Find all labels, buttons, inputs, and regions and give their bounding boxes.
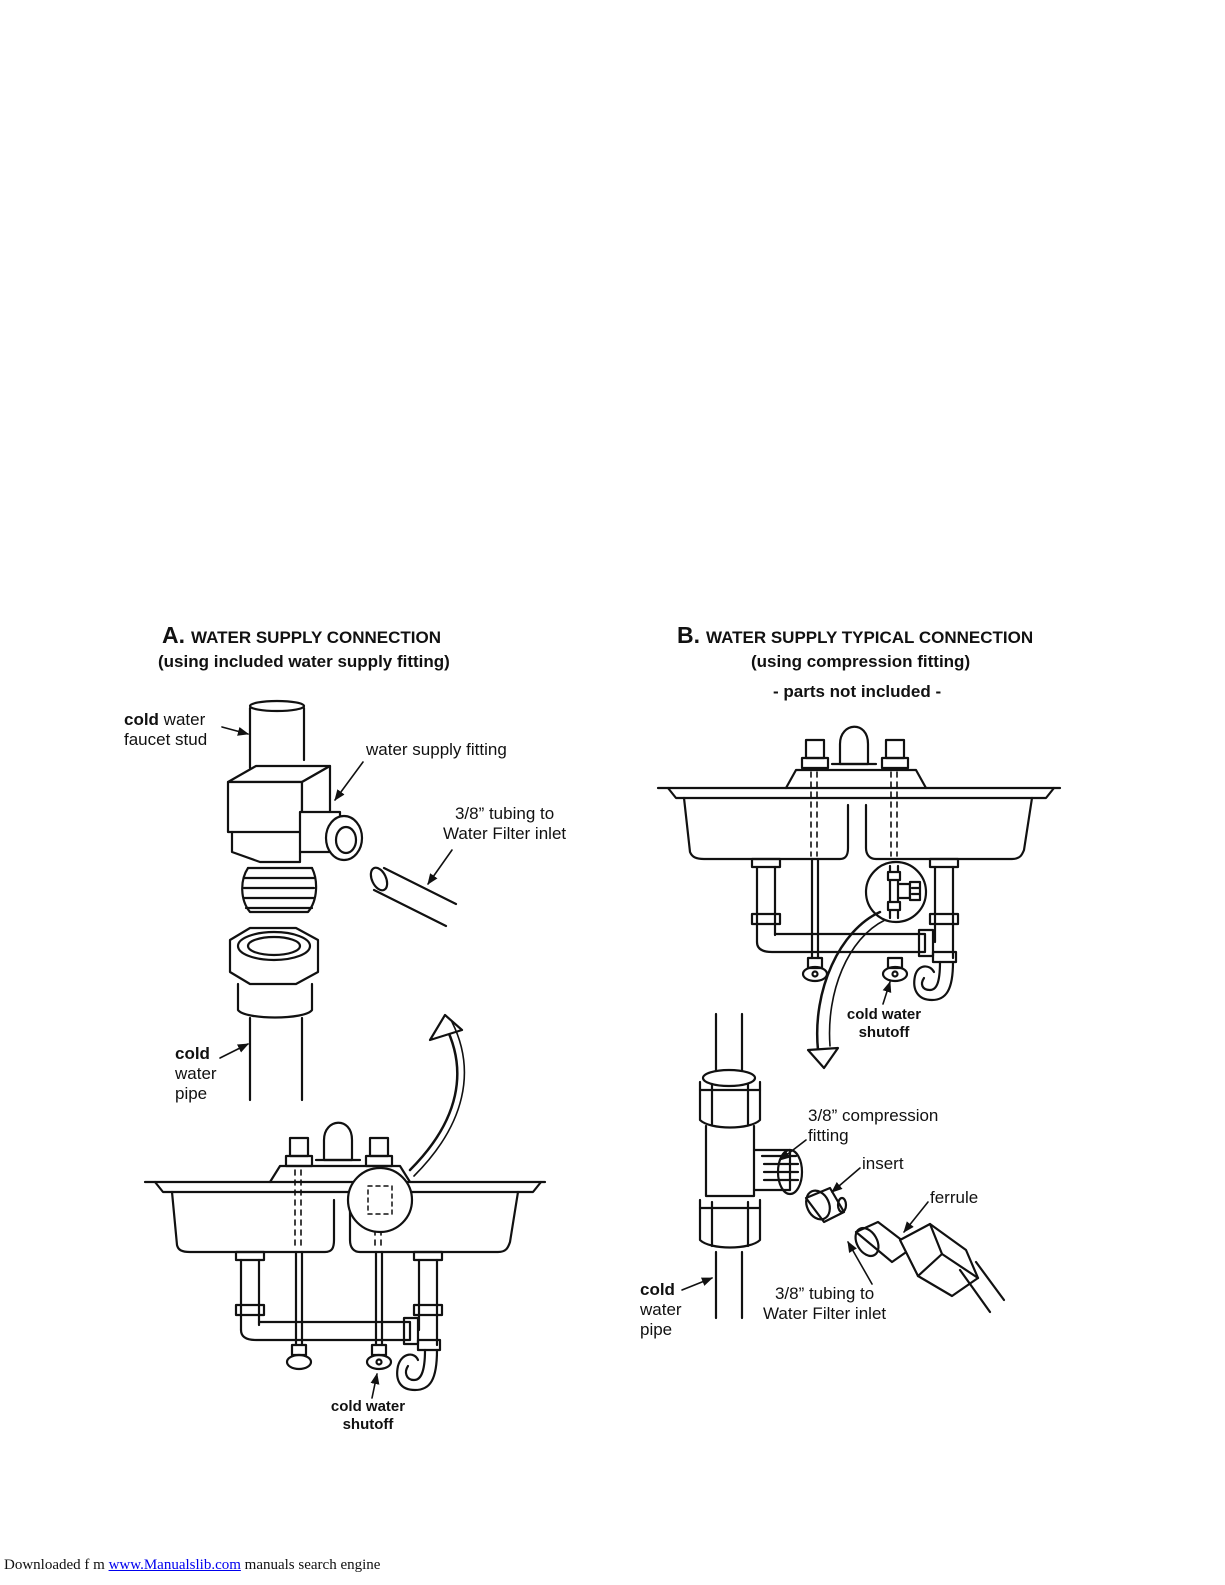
- cold-water-pipe-a: [248, 1016, 304, 1102]
- label-pipe-b-bold: cold: [640, 1280, 675, 1299]
- panel-b-title: B. WATER SUPPLY TYPICAL CONNECTION: [677, 622, 1033, 649]
- label-tubing-b-line2: Water Filter inlet: [763, 1304, 887, 1323]
- label-shutoff-a-line1: cold water: [330, 1398, 406, 1415]
- faucet-stud: [248, 699, 306, 770]
- label-pipe-a-line3: pipe: [175, 1084, 208, 1103]
- panel-a-title: A. WATER SUPPLY CONNECTION: [162, 622, 441, 649]
- label-compression-line1: 3/8” compression: [808, 1106, 939, 1125]
- label-faucet-stud-bold: cold: [124, 710, 159, 729]
- panel-b-note: - parts not included -: [773, 682, 942, 701]
- label-tubing-a-line1: 3/8” tubing to: [454, 804, 555, 823]
- label-insert: insert: [862, 1154, 904, 1173]
- leader-arrows-a: [219, 726, 453, 1399]
- label-shutoff-b-line1: cold water: [846, 1006, 922, 1023]
- label-tubing-b: 3/8” tubing to Water Filter inlet: [763, 1284, 886, 1324]
- sink-b: [656, 725, 1062, 1002]
- tubing-a: [369, 866, 458, 928]
- label-ferrule: ferrule: [930, 1188, 979, 1207]
- compression-fitting: [698, 1068, 804, 1249]
- leader-arrows-b: [681, 980, 929, 1291]
- label-tubing-a-line2: Water Filter inlet: [443, 824, 567, 843]
- panel-a-illustration: [143, 699, 547, 1399]
- panel-b-subtitle: (using compression fitting): [751, 652, 971, 671]
- label-tubing-a: 3/8” tubing to Water Filter inlet: [443, 804, 566, 844]
- sink-a: [143, 1121, 547, 1392]
- label-shutoff-a: cold water shutoff: [328, 1398, 408, 1434]
- curved-arrow-a: [408, 1023, 459, 1172]
- panel-b-letter: B.: [677, 622, 700, 648]
- panel-b-illustration: [656, 725, 1062, 1320]
- curved-arrow-b: [815, 910, 882, 1052]
- panel-a-title-text: WATER SUPPLY CONNECTION: [191, 628, 441, 647]
- label-pipe-a-bold: cold: [175, 1044, 210, 1063]
- label-pipe-b-line3: pipe: [640, 1320, 673, 1339]
- label-compression-line2: fitting: [808, 1126, 849, 1145]
- label-faucet-stud-line1: water: [158, 710, 206, 729]
- label-water-supply-fitting: water supply fitting: [366, 740, 507, 759]
- footer-link[interactable]: www.Manualslib.com: [108, 1557, 241, 1573]
- panel-a-subtitle: (using included water supply fitting): [158, 652, 450, 671]
- label-faucet-stud-line2: faucet stud: [124, 730, 208, 749]
- label-tubing-b-line1: 3/8” tubing to: [774, 1284, 875, 1303]
- insert-part: [804, 1186, 848, 1224]
- label-cold-water-pipe-a: cold water pipe: [175, 1044, 217, 1104]
- footer-suffix: manuals search engine: [240, 1557, 381, 1573]
- hex-nut: [228, 926, 320, 1019]
- label-cold-water-pipe-b: cold water pipe: [640, 1280, 682, 1340]
- label-shutoff-b: cold water shutoff: [844, 1006, 924, 1042]
- footer: Downloaded f m www.Manualslib.com manual…: [4, 1557, 380, 1574]
- label-compression-fitting: 3/8” compression fitting: [808, 1106, 938, 1146]
- label-pipe-a-line2: water: [175, 1064, 217, 1083]
- label-shutoff-b-line2: shutoff: [858, 1024, 910, 1041]
- panel-a-letter: A.: [162, 622, 185, 648]
- ferrule-part: [854, 1220, 1006, 1314]
- panel-b-title-text: WATER SUPPLY TYPICAL CONNECTION: [706, 628, 1034, 647]
- label-pipe-b-line2: water: [640, 1300, 682, 1319]
- water-supply-fitting: [226, 764, 364, 914]
- label-shutoff-a-line2: shutoff: [342, 1416, 394, 1433]
- cold-water-pipe-b: [714, 1012, 744, 1320]
- footer-prefix: Downloaded f m: [4, 1557, 109, 1573]
- label-cold-water-faucet-stud: cold water faucet stud: [124, 710, 207, 750]
